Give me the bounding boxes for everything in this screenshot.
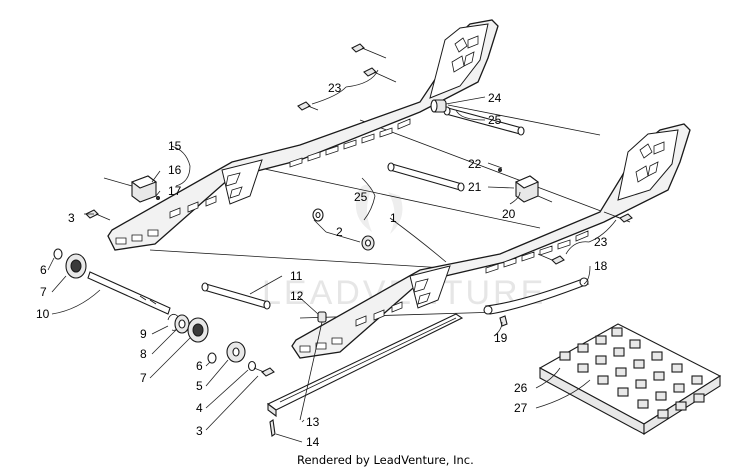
ring-6-lower [207,352,217,364]
callout-8: 8 [140,347,147,361]
callout-17: 17 [168,184,182,198]
wheel-7-lower [187,317,209,343]
callout-15: 15 [168,139,182,153]
cross-shaft-upper [443,106,525,136]
callout-10: 10 [36,307,50,321]
callout-26: 26 [514,381,528,395]
bearing-8 [174,314,190,334]
callout-7-lower: 7 [140,371,147,385]
callout-25-upper: 25 [488,113,502,127]
callout-11: 11 [290,269,303,283]
callout-22: 22 [468,157,482,171]
callout-6-lower: 6 [196,359,203,373]
leader-lines [47,69,617,443]
washer-4 [247,360,257,372]
bracket-16 [103,175,160,203]
rail-right [291,123,691,359]
callout-3-lower: 3 [196,424,203,438]
strap-18 [483,277,590,315]
rail-left [107,19,499,251]
callout-27: 27 [514,401,528,415]
callout-25-lower: 25 [354,190,368,204]
bolt-3-rear [253,367,275,377]
washer-2 [312,208,375,251]
scraper-teeth-27 [559,327,705,419]
wheel-7-upper [65,253,87,279]
callout-3-left: 3 [68,211,75,225]
bolt-23-lower [537,211,633,265]
screw-19 [499,315,508,327]
callouts: 15 16 17 23 24 25 22 21 20 23 18 19 25 1… [36,81,608,449]
bolt-3-left [85,209,111,221]
leader-12-line [299,321,323,421]
callout-4: 4 [196,401,203,415]
cross-shaft-lower [387,162,465,192]
callout-7-upper: 7 [40,285,47,299]
callout-23-lower: 23 [594,235,608,249]
bolt-23-upper [297,43,397,111]
bracket-21 [498,168,553,203]
callout-13: 13 [306,415,320,429]
callout-1: 1 [390,211,397,225]
slide-13 [266,313,464,418]
axle-10 [87,271,171,315]
callout-9: 9 [140,327,147,341]
callout-5: 5 [196,379,203,393]
callout-20: 20 [502,207,516,221]
spacer-24 [430,99,447,113]
callout-6-upper: 6 [40,263,47,277]
watermark-logo [355,184,403,234]
footer-credit: Rendered by LeadVenture, Inc. [297,453,474,467]
spacer-5 [226,341,246,363]
ring-6-upper [53,248,63,260]
axle-11 [201,282,271,310]
pin-12 [317,311,327,323]
callout-21: 21 [468,180,482,194]
callout-19: 19 [494,331,508,345]
callout-18: 18 [594,259,608,273]
callout-12: 12 [290,289,304,303]
callout-16: 16 [168,163,182,177]
alignment-lines [149,104,631,319]
callout-23-upper: 23 [328,81,342,95]
callout-24: 24 [488,91,502,105]
callout-14: 14 [306,435,320,449]
callout-2: 2 [336,225,343,239]
screw-14 [269,419,276,437]
